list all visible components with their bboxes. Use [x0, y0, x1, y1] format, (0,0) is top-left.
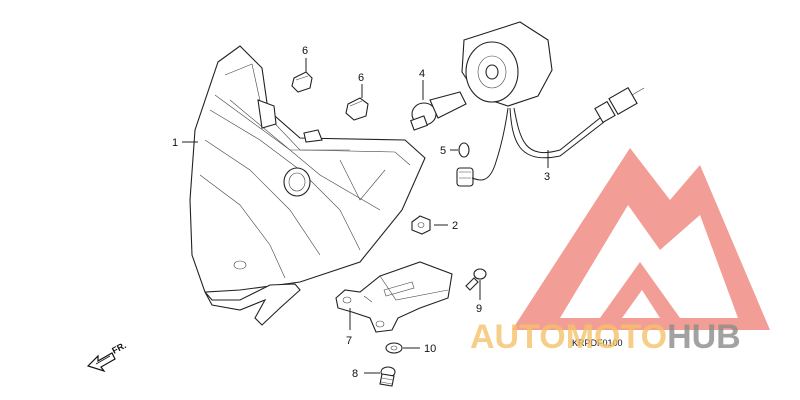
watermark-brand-part-b: HUB	[667, 318, 741, 356]
leader-lines	[182, 58, 549, 374]
callout-8: 8	[352, 368, 358, 380]
callout-6-upper: 6	[302, 45, 308, 57]
callout-3: 3	[544, 171, 550, 183]
clip-part-upper	[291, 71, 313, 93]
bolt-part	[379, 366, 396, 387]
clip-part-lower	[345, 97, 369, 121]
headlight-lens-part	[189, 45, 426, 326]
washer-part	[385, 342, 403, 354]
screw-part-upper	[465, 268, 487, 291]
watermark-logo-icon	[512, 148, 770, 330]
socket-harness-part	[461, 21, 645, 181]
callout-9: 9	[476, 303, 482, 315]
nut-part	[411, 215, 431, 235]
watermark-brand-text: AUTOMOTOHUB	[470, 318, 741, 356]
headlight-stay-part	[335, 261, 453, 333]
callout-7: 7	[346, 335, 352, 347]
callout-5: 5	[440, 145, 446, 157]
callout-1: 1	[172, 137, 178, 149]
headlight-bulb-part	[410, 91, 467, 131]
callout-10: 10	[424, 343, 436, 355]
callout-2: 2	[452, 220, 458, 232]
callout-4: 4	[419, 68, 425, 80]
watermark-brand-part-a: AUTOMOTO	[470, 318, 667, 356]
front-direction-arrow-icon	[86, 352, 116, 373]
front-direction-label: FR.	[110, 340, 127, 356]
diagram-code: KRPDF0100	[572, 338, 623, 348]
position-bulb-part	[456, 142, 474, 187]
callout-6-lower: 6	[358, 72, 364, 84]
